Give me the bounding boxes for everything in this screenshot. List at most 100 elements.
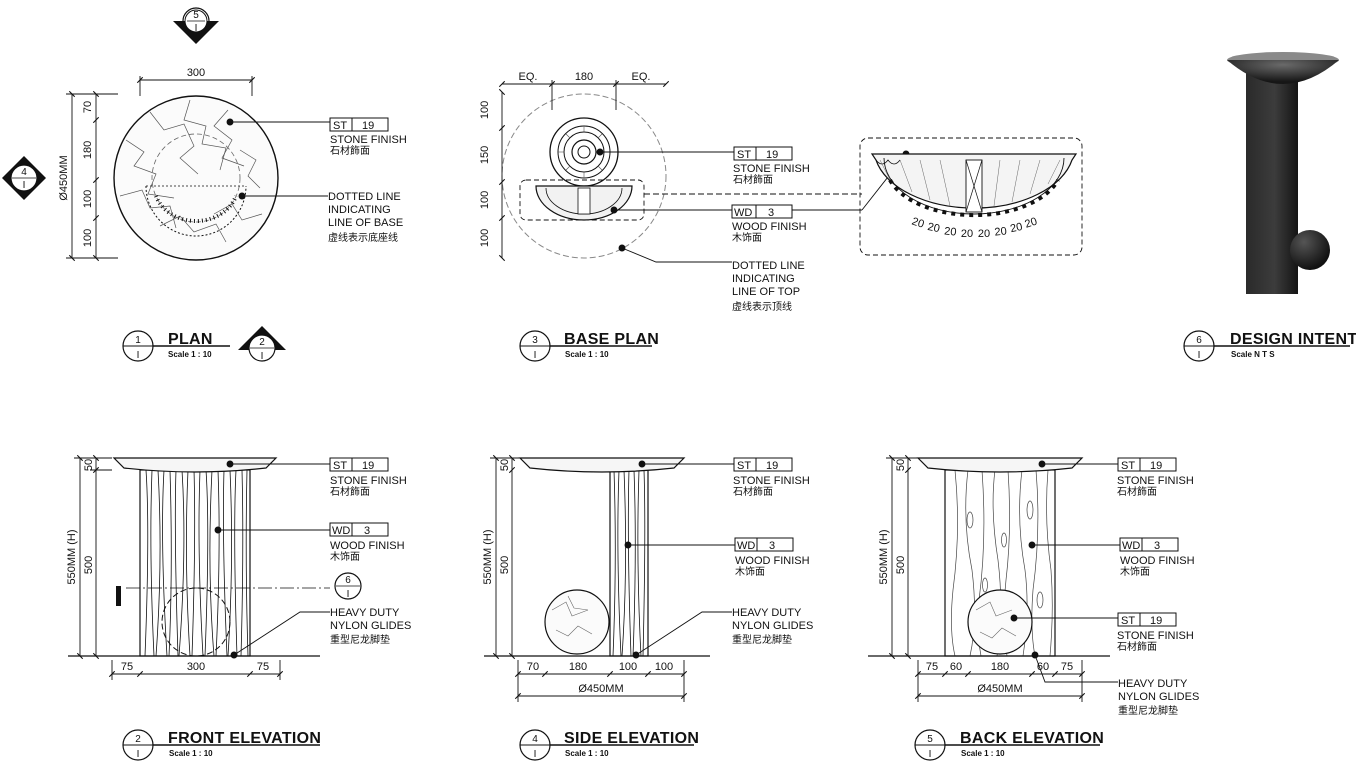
material-tag-wood: WD 3 WOOD FINISH 木饰面	[1119, 537, 1195, 578]
svg-text:WD: WD	[332, 525, 350, 537]
svg-text:石材飾面: 石材飾面	[1117, 485, 1157, 498]
svg-text:STONE FINISH: STONE FINISH	[733, 163, 810, 175]
svg-text:ST: ST	[1121, 460, 1135, 472]
detail-slat-dims: 20 20 20 20 20 20 20 20	[910, 216, 1039, 240]
base-detail-enlarged	[859, 137, 1083, 256]
dim-overall: Ø450MM	[58, 155, 70, 200]
svg-text:DOTTED LINE: DOTTED LINE	[732, 260, 805, 272]
svg-text:100: 100	[479, 229, 491, 247]
svg-text:3: 3	[1154, 540, 1160, 552]
plan-leaders	[226, 118, 330, 200]
stone-veining	[119, 99, 263, 243]
stone-top-circle	[113, 95, 279, 261]
svg-text:LINE OF BASE: LINE OF BASE	[328, 217, 403, 229]
material-name: STONE FINISH	[330, 134, 407, 146]
note-dotted-top: DOTTED LINE INDICATING LINE OF TOP 虚线表示顶…	[732, 260, 805, 313]
svg-text:50: 50	[83, 459, 95, 471]
svg-text:500: 500	[499, 556, 511, 574]
svg-text:WOOD FINISH: WOOD FINISH	[330, 540, 405, 552]
plan-top-dimension	[136, 76, 256, 96]
svg-text:500: 500	[83, 556, 95, 574]
svg-text:Scale 1 : 10: Scale 1 : 10	[168, 350, 212, 359]
svg-text:WOOD FINISH: WOOD FINISH	[1120, 555, 1195, 567]
note-glides: HEAVY DUTY NYLON GLIDES 重型尼龙脚垫	[732, 607, 813, 646]
svg-text:2: 2	[135, 734, 141, 745]
svg-text:WD: WD	[734, 207, 752, 219]
svg-text:I: I	[929, 749, 932, 760]
wood-grain	[144, 469, 249, 657]
side-ball	[544, 589, 610, 655]
marker-sheet: I	[23, 180, 26, 191]
svg-text:I: I	[347, 589, 350, 600]
svg-text:Ø450MM: Ø450MM	[977, 683, 1022, 695]
svg-text:DESIGN INTENT: DESIGN INTENT	[1230, 331, 1356, 348]
dim-label: 180	[82, 141, 94, 159]
svg-text:STONE FINISH: STONE FINISH	[1117, 630, 1194, 642]
svg-text:木饰面: 木饰面	[330, 550, 360, 563]
material-tag-stone: ST 19 STONE FINISH 石材飾面	[1117, 612, 1194, 653]
svg-text:STONE FINISH: STONE FINISH	[733, 475, 810, 487]
view-title-side-elevation: 4 I SIDE ELEVATION Scale 1 : 10	[519, 729, 699, 761]
base-plan-view: EQ. 180 EQ. 100 150 100 100	[479, 71, 1083, 263]
svg-text:100: 100	[619, 661, 637, 673]
svg-text:500: 500	[895, 556, 907, 574]
section-marker-left: 4 I	[2, 156, 46, 200]
svg-text:19: 19	[766, 149, 778, 161]
note-glides: HEAVY DUTY NYLON GLIDES 重型尼龙脚垫	[330, 607, 411, 646]
material-tag-wood: WD 3 WOOD FINISH 木饰面	[731, 204, 807, 244]
svg-text:4: 4	[532, 734, 538, 745]
svg-text:20: 20	[961, 228, 973, 240]
svg-text:ST: ST	[333, 460, 347, 472]
svg-text:DOTTED LINE: DOTTED LINE	[328, 191, 401, 203]
svg-text:70: 70	[527, 661, 539, 673]
svg-text:50: 50	[895, 459, 907, 471]
svg-text:INDICATING: INDICATING	[328, 204, 391, 216]
section-marker-top: 5 I	[173, 7, 219, 44]
svg-text:20: 20	[944, 225, 957, 238]
svg-text:300: 300	[187, 661, 205, 673]
svg-text:Scale 1 : 10: Scale 1 : 10	[565, 350, 609, 359]
svg-text:HEAVY DUTY: HEAVY DUTY	[732, 607, 802, 619]
svg-text:6: 6	[1196, 335, 1202, 346]
svg-text:Scale 1 : 10: Scale 1 : 10	[565, 749, 609, 758]
dim-label: 100	[82, 229, 94, 247]
svg-text:3: 3	[768, 207, 774, 219]
svg-text:EQ.: EQ.	[519, 71, 538, 83]
svg-text:Ø450MM: Ø450MM	[578, 683, 623, 695]
marker-num: 5	[193, 10, 199, 21]
side-elevation-view: 50 500 550MM (H) 70 180 100 100 Ø450MM	[482, 454, 736, 702]
svg-text:NYLON GLIDES: NYLON GLIDES	[732, 620, 813, 632]
svg-text:NYLON GLIDES: NYLON GLIDES	[1118, 691, 1199, 703]
view-title-back-elevation: 5 I BACK ELEVATION Scale 1 : 10	[914, 729, 1104, 761]
front-elevation-view: 6 I 50 500 550MM (H) 75 300 75	[66, 454, 362, 680]
dim-label: 300	[187, 67, 205, 79]
svg-text:WOOD FINISH: WOOD FINISH	[735, 555, 810, 567]
svg-text:I: I	[534, 350, 537, 361]
material-tag-wood: WD 3 WOOD FINISH 木饰面	[734, 537, 810, 578]
dim-label: 70	[82, 101, 94, 113]
tag-code: ST	[333, 120, 347, 132]
svg-text:19: 19	[1150, 460, 1162, 472]
svg-text:1: 1	[135, 335, 141, 346]
view-title-front-elevation: 2 I FRONT ELEVATION Scale 1 : 10	[122, 729, 321, 761]
svg-text:PLAN: PLAN	[168, 331, 213, 348]
svg-text:60: 60	[1037, 661, 1049, 673]
marker-sheet: I	[195, 23, 198, 34]
material-tag-stone: ST 19 STONE FINISH 石材飾面	[733, 146, 810, 186]
svg-text:石材飾面: 石材飾面	[733, 173, 773, 186]
svg-text:550MM (H): 550MM (H)	[66, 529, 78, 584]
svg-text:石材飾面: 石材飾面	[330, 485, 370, 498]
svg-text:NYLON GLIDES: NYLON GLIDES	[330, 620, 411, 632]
svg-text:INDICATING: INDICATING	[732, 273, 795, 285]
svg-text:50: 50	[499, 459, 511, 471]
svg-text:STONE FINISH: STONE FINISH	[330, 475, 407, 487]
marker-num: 4	[21, 167, 27, 178]
plan-left-dimensions	[66, 90, 118, 262]
material-tag-wood: WD 3 WOOD FINISH 木饰面	[329, 522, 405, 563]
back-elevation-view: 50 500 550MM (H) 75 60 180 60 75 Ø450MM	[868, 454, 1120, 702]
svg-text:木饰面: 木饰面	[732, 231, 762, 244]
view-title-design-intent: 6 I DESIGN INTENT Scale N T S	[1183, 330, 1356, 362]
svg-text:100: 100	[655, 661, 673, 673]
material-tag-stone: ST 19 STONE FINISH 石材飾面	[329, 457, 407, 498]
